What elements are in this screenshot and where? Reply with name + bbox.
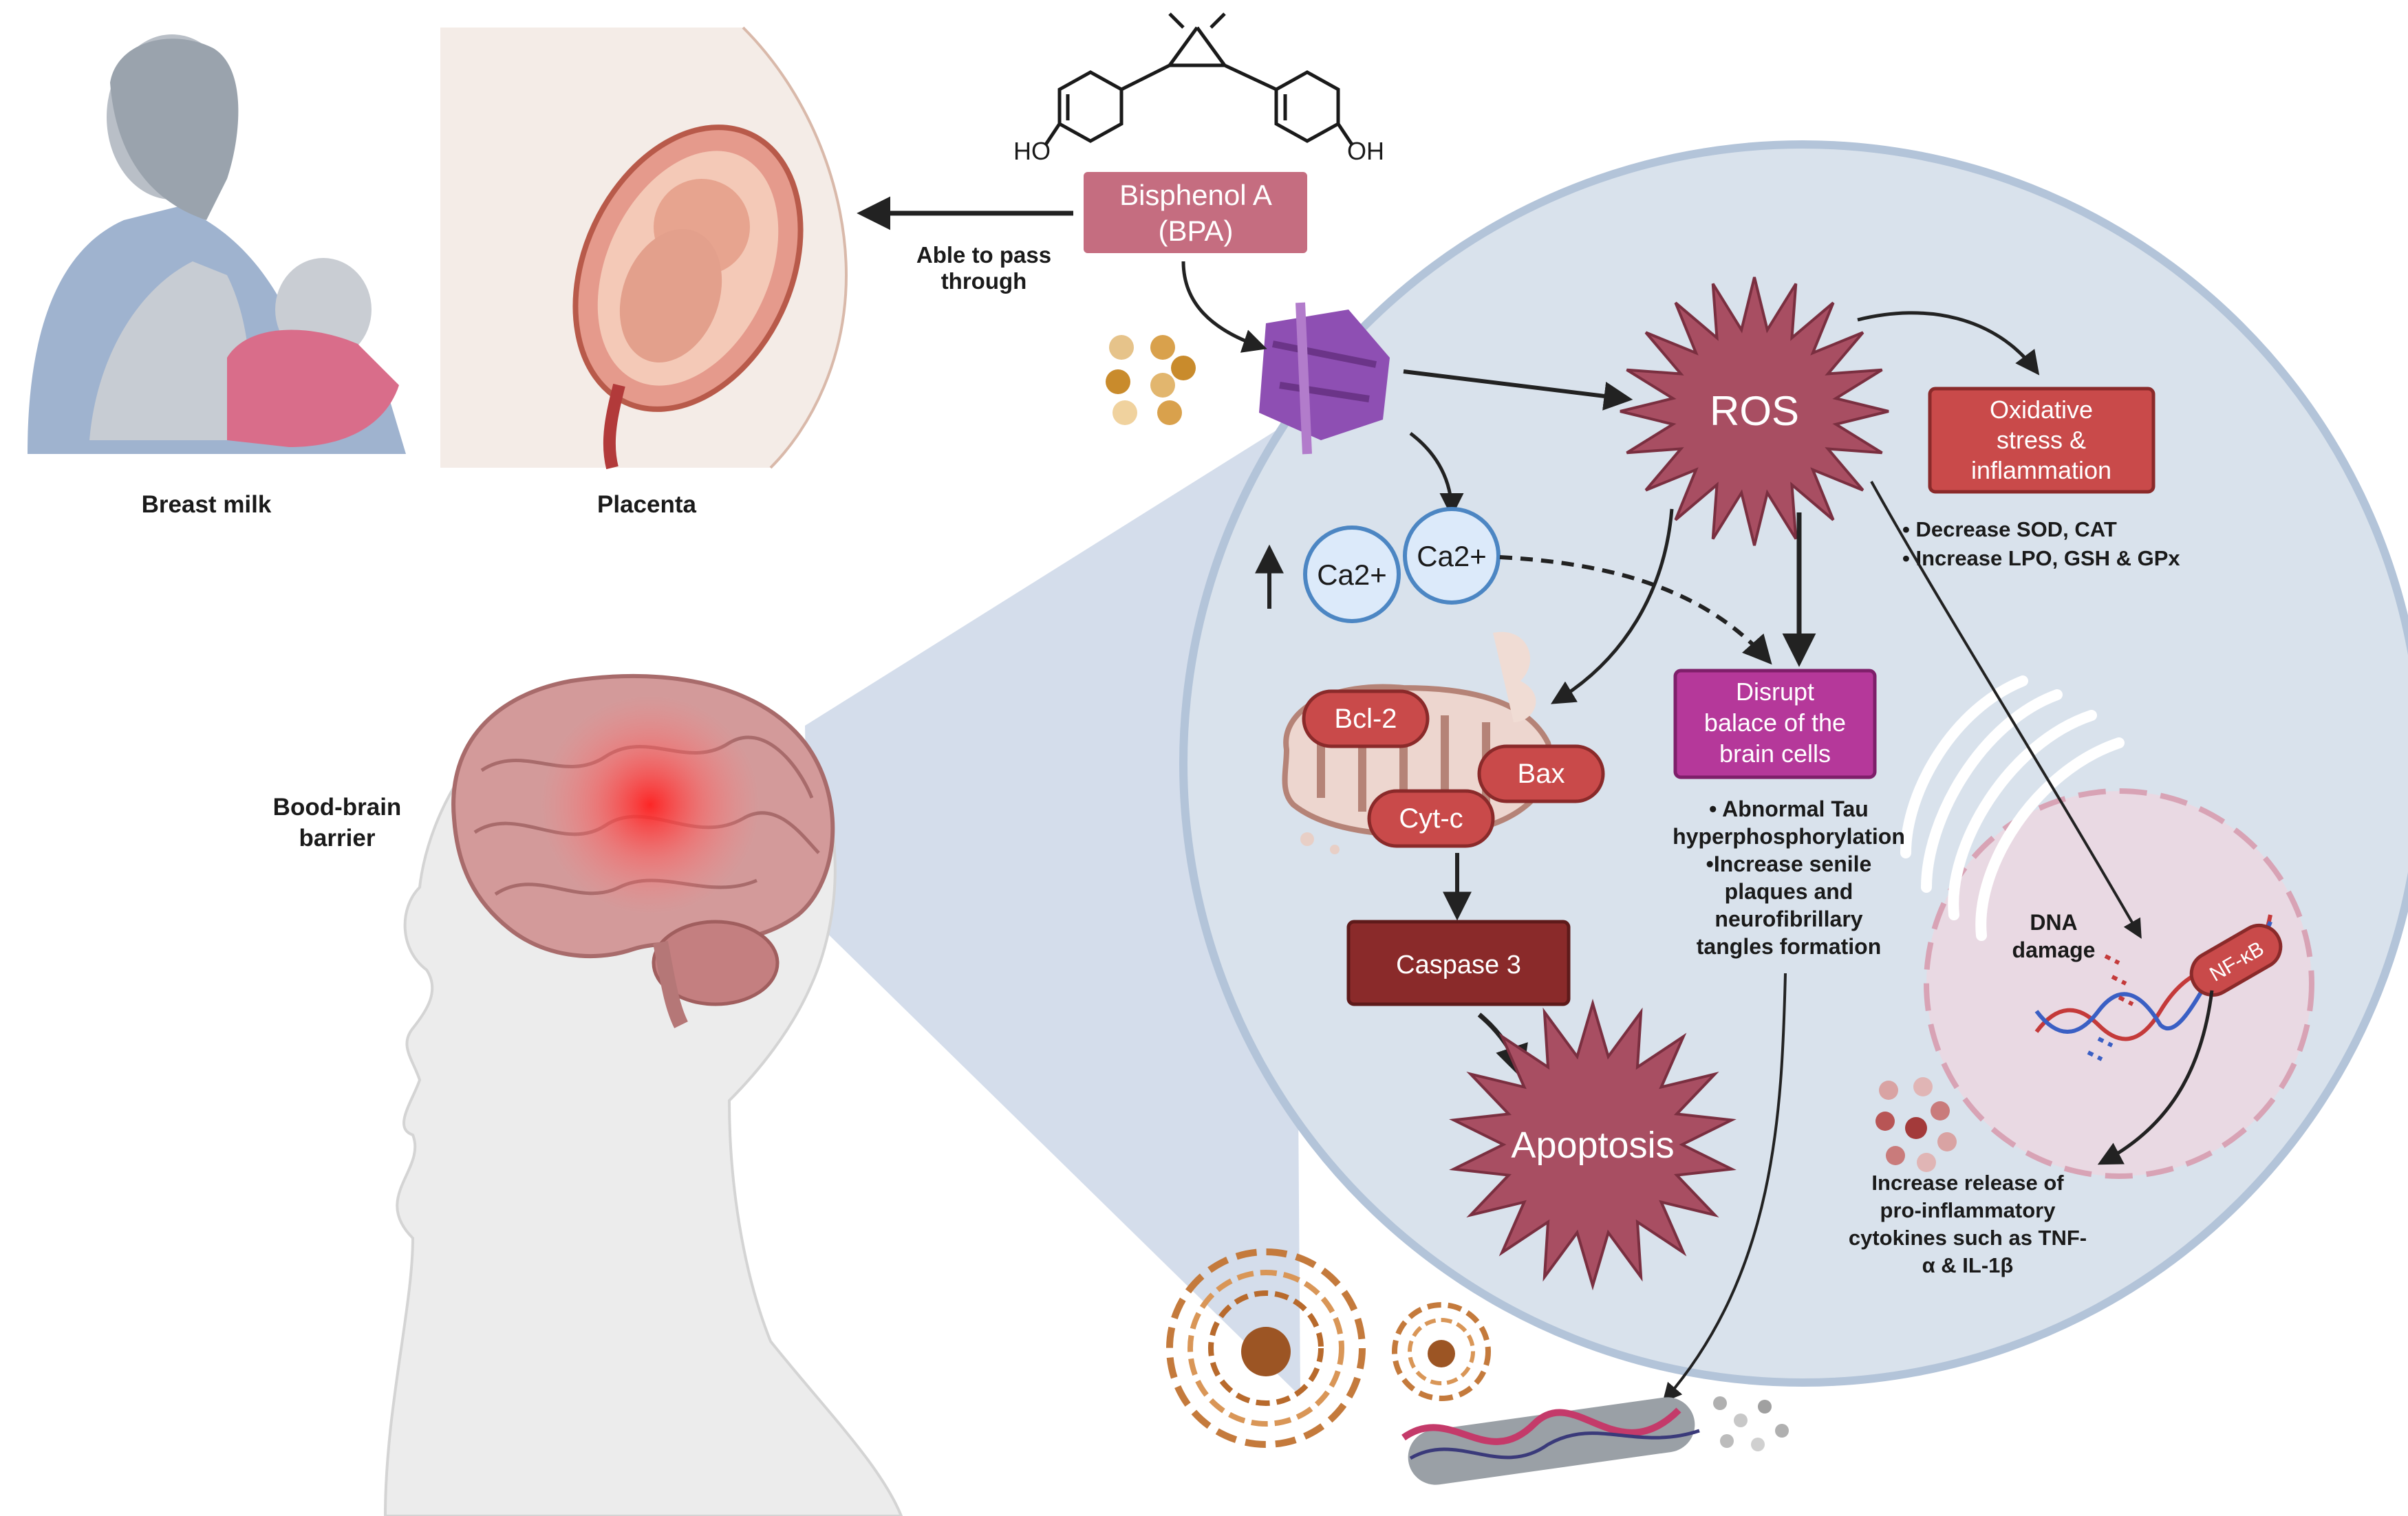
bax-pill <box>1477 744 1605 803</box>
bcl2-label: Bcl-2 <box>1334 704 1397 734</box>
ros-to-dna-arrow <box>1870 481 2142 939</box>
neurofibrillary-tangle <box>1401 1397 1700 1485</box>
oxidative-note-1: • Decrease SOD, CAT <box>1902 517 2117 541</box>
tau-note-6: tangles formation <box>1697 934 1881 959</box>
oxidative-note-2: • Increase LPO, GSH & GPx <box>1902 546 2180 570</box>
cytokine-note-4: α & IL-1β <box>1922 1253 2014 1277</box>
bpa-chemical-structure <box>1044 12 1354 146</box>
calcium-ion-1 <box>1303 526 1401 623</box>
apoptosis-label: Apoptosis <box>1511 1125 1674 1166</box>
calcium-to-disrupt-arrow <box>1499 555 1772 665</box>
caspase-label: Caspase 3 <box>1396 951 1521 979</box>
brain-illustration <box>451 673 835 1028</box>
ros-label: ROS <box>1710 388 1799 434</box>
calcium-channel-icon <box>1259 302 1390 455</box>
nfkb-to-cytokines-arrow <box>2097 990 2214 1165</box>
calcium-ion-2 <box>1403 507 1501 605</box>
tau-note-2: hyperphosphorylation <box>1673 824 1905 849</box>
cytc-label: Cyt-c <box>1399 803 1463 834</box>
cell-nucleus <box>1924 788 2314 1179</box>
disrupt-label-line2: balace of the <box>1704 708 1846 737</box>
pass-label-line1: Able to pass <box>916 242 1051 268</box>
tau-note-1: • Abnormal Tau <box>1709 797 1869 821</box>
cytokine-particles <box>1875 1077 1957 1172</box>
cytokine-note-2: pro-inflammatory <box>1880 1198 2056 1222</box>
calcium-label-2: Ca2+ <box>1417 540 1487 572</box>
disrupt-label-line3: brain cells <box>1719 739 1831 768</box>
disrupt-box <box>1673 669 1877 779</box>
cytokine-note-1: Increase release of <box>1871 1171 2064 1195</box>
tau-note-3: •Increase senile <box>1706 852 1872 876</box>
oxidative-label-line3: inflammation <box>1971 456 2111 484</box>
golgi-apparatus <box>1900 675 2125 941</box>
caspase-box <box>1346 920 1571 1006</box>
dna-label-line2: damage <box>2012 938 2096 962</box>
oxidative-stress-box <box>1928 387 2156 494</box>
cytc-pill <box>1367 789 1495 848</box>
apoptosis-burst <box>1449 998 1737 1291</box>
zoom-cone <box>805 420 1300 1396</box>
pregnant-uterus-illustration <box>440 26 853 470</box>
oh-label: OH <box>1347 137 1384 165</box>
oxidative-label-line1: Oxidative <box>1990 396 2093 424</box>
pass-label-line2: through <box>941 268 1027 294</box>
channel-to-ros-arrow <box>1403 369 1633 411</box>
bcl2-pill <box>1302 689 1430 748</box>
cytokine-note-3: cytokines such as TNF- <box>1849 1226 2087 1250</box>
dna-label-line1: DNA <box>2030 910 2077 935</box>
debris-particles <box>1713 1396 1789 1451</box>
placenta-label: Placenta <box>597 491 696 518</box>
bax-label: Bax <box>1518 759 1565 789</box>
ros-to-oxidative-arrow <box>1857 311 2040 376</box>
bpa-particles <box>1106 335 1196 425</box>
breast-milk-label: Breast milk <box>142 491 272 518</box>
amyloid-plaque-large <box>1166 1248 1366 1448</box>
calcium-label-1: Ca2+ <box>1317 559 1387 591</box>
disrupt-label-line1: Disrupt <box>1736 678 1814 706</box>
tau-note-4: plaques and <box>1725 879 1853 904</box>
ho-label: HO <box>1013 137 1051 165</box>
ros-to-mitochondria-arrow <box>1550 508 1674 704</box>
bpa-label-line1: Bisphenol A <box>1119 179 1272 211</box>
bbb-label-line1: Bood-brain <box>273 794 402 821</box>
channel-to-calcium-arrow <box>1409 432 1464 517</box>
oxidative-label-line2: stress & <box>1997 426 2086 454</box>
amyloid-plaque-small <box>1392 1302 1491 1401</box>
tau-note-5: neurofibrillary <box>1714 907 1862 931</box>
ros-burst <box>1620 277 1889 546</box>
tau-to-tangles-arrow <box>1662 973 1787 1403</box>
nfkb-pill <box>2189 924 2283 997</box>
bpa-to-channel-arrow <box>1181 261 1267 353</box>
bpa-label-line2: (BPA) <box>1159 215 1234 247</box>
breastfeeding-illustration <box>14 28 413 468</box>
bpa-box <box>1084 172 1307 253</box>
bbb-label-line2: barrier <box>299 825 376 852</box>
